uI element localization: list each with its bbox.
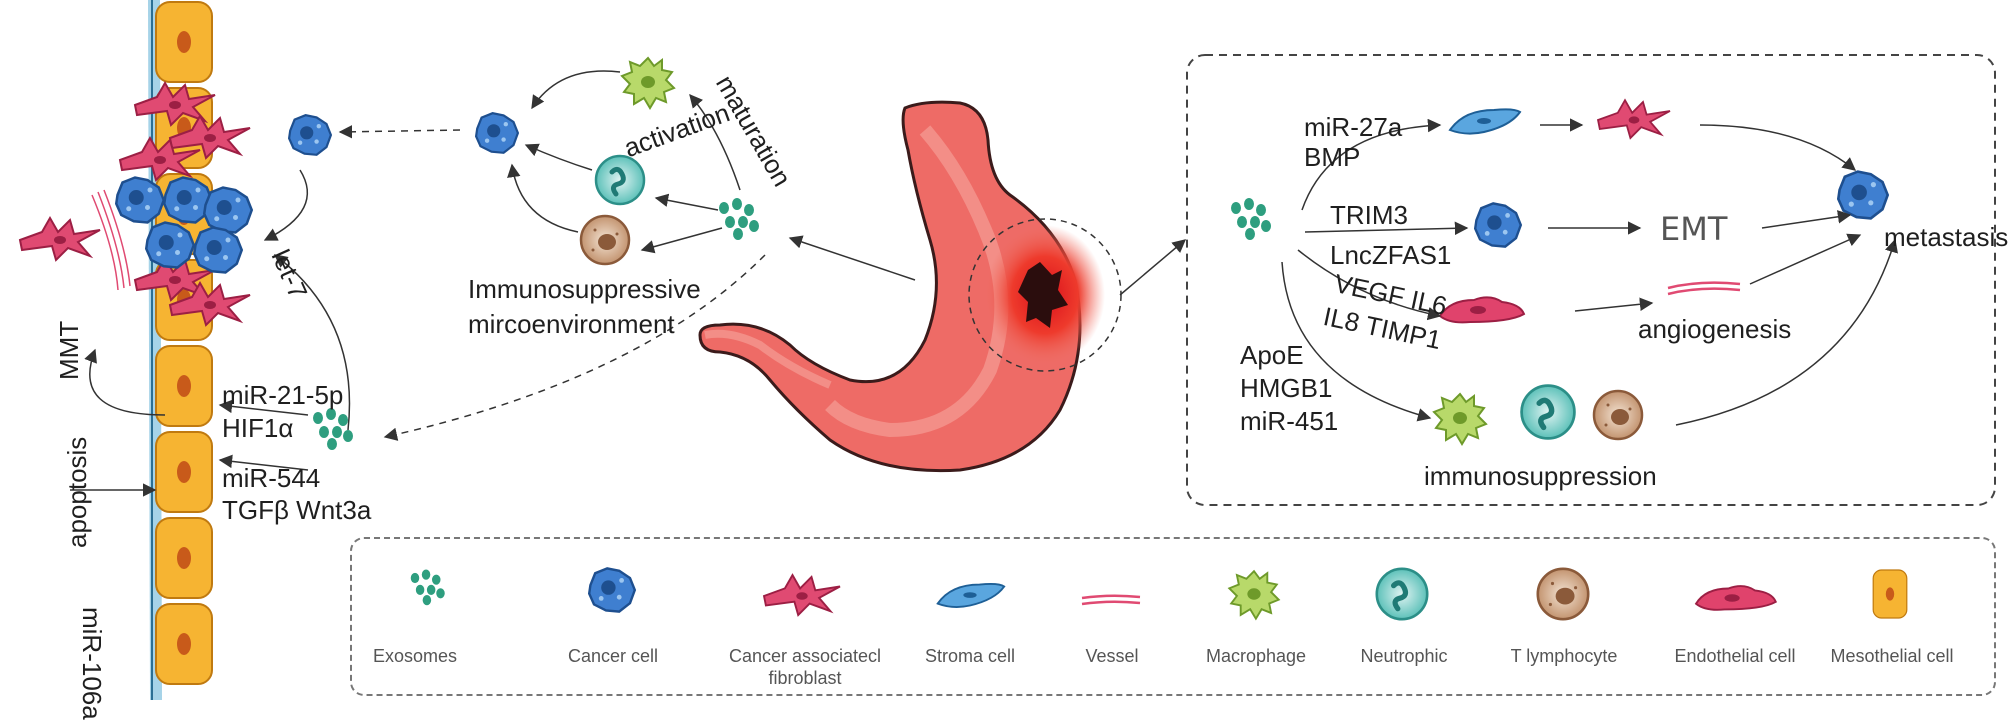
neutrophil-immuno xyxy=(1522,386,1575,439)
legend-label-fibroblast: Cancer associatecl fibroblast xyxy=(728,646,882,688)
peritoneum-column xyxy=(19,0,332,700)
stroma-cell xyxy=(1449,108,1521,135)
exosome-cluster-left xyxy=(313,408,353,450)
legend-label-vessel: Vessel xyxy=(1085,646,1139,666)
fibroblast-cell xyxy=(1597,99,1671,139)
microenvironment-label: mircoenvironment xyxy=(468,309,675,339)
bmp-label: BMP xyxy=(1304,142,1361,172)
macrophage-cell xyxy=(621,57,675,109)
stomach-illustration xyxy=(698,100,1122,473)
cancer-cell-metastasis xyxy=(1837,170,1889,220)
diagram-canvas xyxy=(19,0,1996,700)
hif1a-label: HIF1α xyxy=(222,413,294,443)
legend-label-cancer-cell: Cancer cell xyxy=(567,646,659,666)
legend-label-macrophage: Macrophage xyxy=(1205,646,1307,666)
exosome-cluster-middle xyxy=(719,198,759,240)
cancer-cell-middle xyxy=(475,112,520,154)
legend-label-exosomes: Exosomes xyxy=(372,646,458,666)
cancer-cell-right xyxy=(1473,202,1523,248)
legend-label-endothelial-cell: Endothelial cell xyxy=(1674,646,1796,666)
legend-box xyxy=(350,537,1996,696)
legend-label-stroma-cell: Stroma cell xyxy=(924,646,1016,666)
lnczfas1-label: LncZFAS1 xyxy=(1330,240,1452,270)
macrophage-immuno xyxy=(1433,393,1487,445)
mmt-label: MMT xyxy=(54,320,84,380)
tgfb-wnt3a-label: TGFβ Wnt3a xyxy=(222,495,372,525)
cancer-cell-icon xyxy=(288,114,332,156)
hmgb1-label: HMGB1 xyxy=(1240,373,1333,403)
legend-label-neutrophil: Neutrophic xyxy=(1360,646,1448,666)
mir-27a-label: miR-27a xyxy=(1304,112,1403,142)
mir-544-label: miR-544 xyxy=(222,463,321,493)
apoptosis-label: apoptosis xyxy=(62,436,92,548)
right-panel-frame xyxy=(1186,54,1996,506)
legend-label-t-lymphocyte: T lymphocyte xyxy=(1510,646,1618,666)
vessel-icon xyxy=(1081,594,1141,606)
immunosuppression-label: immunosuppression xyxy=(1424,461,1657,491)
legend-icons xyxy=(410,568,1908,619)
immunosuppressive-label: Immunosuppressive xyxy=(468,274,701,304)
trim3-label: TRIM3 xyxy=(1330,200,1408,230)
vessel-angiogenesis xyxy=(1667,281,1741,296)
apoe-label: ApoE xyxy=(1240,340,1304,370)
t-lymphocyte-immuno xyxy=(1592,389,1644,441)
t-lymphocyte-cell xyxy=(579,214,631,266)
emt-label: EMT xyxy=(1660,210,1728,248)
exosome-cluster-right xyxy=(1231,198,1271,240)
angiogenesis-label: angiogenesis xyxy=(1638,314,1792,344)
mir-451-label: miR-451 xyxy=(1240,406,1339,436)
metastasis-label: metastasis xyxy=(1884,222,2008,252)
legend-label-mesothelial-cell: Mesothelial cell xyxy=(1830,646,1954,666)
mir-21-label: miR-21-5p xyxy=(222,380,344,410)
endothelial-cell xyxy=(1439,296,1525,324)
neutrophil-cell xyxy=(596,156,644,204)
